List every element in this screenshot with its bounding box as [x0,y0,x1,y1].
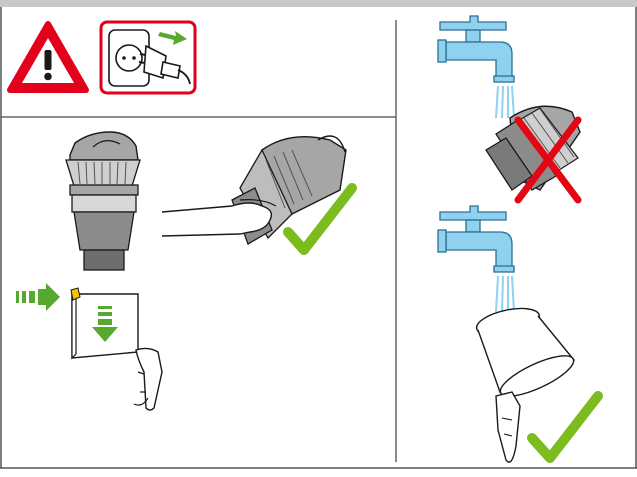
top-border [0,0,637,7]
plug [138,44,191,85]
hand-holding-filter [495,391,521,463]
cross-icon [514,116,582,204]
hand-lifting-flap [135,347,163,411]
check-icon [527,391,603,463]
warning-triangle-icon [7,21,89,93]
filter-flap [70,287,163,411]
arrow-down-icon [92,306,118,342]
tap-icon [437,15,515,83]
tap-icon [437,205,515,273]
unplug-icon [99,20,197,95]
filter-cyclone-assembly [65,131,141,271]
water-stream [495,85,515,119]
arrow-right-icon [158,31,187,45]
water-stream [495,275,515,313]
filter-cylinder [475,307,576,463]
hand-wiping-filter [161,135,347,245]
check-icon [283,183,357,255]
arrow-right-icon [16,283,60,311]
